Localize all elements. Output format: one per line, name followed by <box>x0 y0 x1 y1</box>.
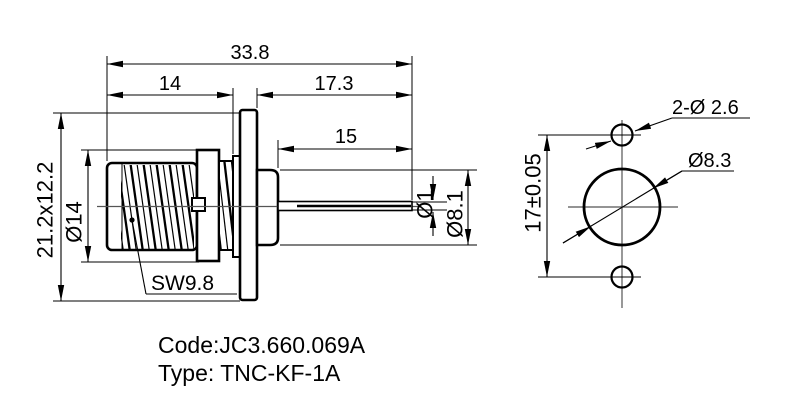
center-hole-circle <box>582 167 662 247</box>
dim-hole-spacing: 17±0.05 <box>521 135 551 277</box>
front-view: 17±0.05 2-Ø 2.6 Ø8.3 <box>521 97 750 308</box>
dim-body-diameter: Ø14 <box>62 150 92 262</box>
dim-rear-length: 17.3 <box>257 73 412 99</box>
thread-hatch <box>220 162 232 249</box>
dim-pin-diameter: Ø1 <box>413 176 438 236</box>
part-type: Type: TNC-KF-1A <box>158 360 341 386</box>
hatch-line <box>188 165 194 204</box>
dim-hole-spacing-label: 17±0.05 <box>521 153 546 232</box>
dim-mount-holes: 2-Ø 2.6 <box>585 97 750 150</box>
part-code: Code:JC3.660.069A <box>158 332 366 358</box>
hatch-line <box>220 178 229 249</box>
footer: Code:JC3.660.069A Type: TNC-KF-1A <box>158 332 366 386</box>
mount-hole-bottom <box>610 265 634 289</box>
dim-pin-length-label: 15 <box>335 126 357 148</box>
dim-pin-length: 15 <box>278 126 412 153</box>
dim-total-length-label: 33.8 <box>231 42 270 64</box>
hatch-line <box>223 162 232 237</box>
hatch-line <box>121 230 124 249</box>
side-view: 33.8 14 17.3 15 21.2x12.2 Ø14 SW9.8 <box>33 42 477 302</box>
rear-body <box>255 168 280 247</box>
dim-mount-holes-label: 2-Ø 2.6 <box>672 97 739 119</box>
dim-center-hole-label: Ø8.3 <box>688 150 731 172</box>
dim-front-length-label: 14 <box>159 73 181 95</box>
dim-rear-length-label: 17.3 <box>315 73 354 95</box>
mount-hole-top <box>610 123 634 147</box>
dim-rear-diameter: Ø8.1 <box>443 170 472 245</box>
dim-total-length: 33.8 <box>107 42 412 68</box>
dim-body-diameter-label: Ø14 <box>62 201 87 243</box>
dim-wrench-size-label: SW9.8 <box>151 272 214 295</box>
dim-wrench-size: SW9.8 <box>129 217 237 295</box>
mounting-flange <box>238 108 259 302</box>
dim-rear-diameter-label: Ø8.1 <box>443 190 468 238</box>
dim-center-hole: Ø8.3 <box>562 150 734 244</box>
coupling-slot <box>191 197 206 212</box>
dim-pin-diameter-label: Ø1 <box>413 189 438 218</box>
dim-front-length: 14 <box>107 73 233 99</box>
dim-flange-size-label: 21.2x12.2 <box>33 162 58 259</box>
dim-flange-size: 21.2x12.2 <box>33 113 65 301</box>
